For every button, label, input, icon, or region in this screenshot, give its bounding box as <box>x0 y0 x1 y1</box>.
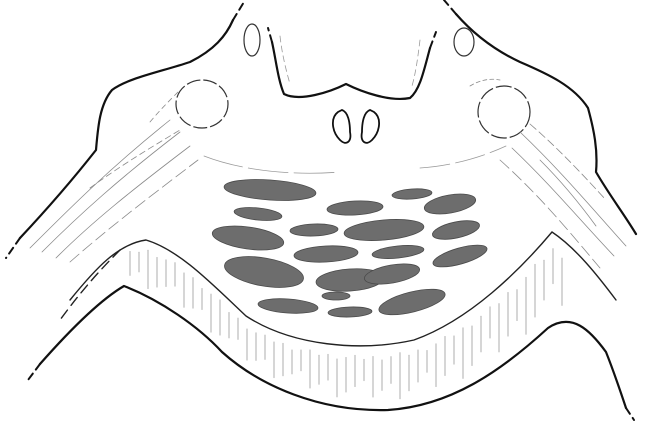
dorsal-notch <box>272 42 430 99</box>
lateral-ovals <box>176 24 530 138</box>
dashed-left-upper <box>6 238 20 258</box>
dashed-right-lower <box>626 408 634 420</box>
hatching-left <box>30 92 198 262</box>
right-ganglion-oval <box>478 86 530 138</box>
fiber-bundle <box>343 217 424 244</box>
central-canal-left <box>333 110 350 143</box>
hatching-top <box>204 36 506 173</box>
right-small-oval <box>454 28 474 56</box>
inner-arch-left-dashed <box>60 250 120 320</box>
left-small-oval <box>244 24 260 56</box>
dashed-ends <box>6 0 634 420</box>
fiber-bundle <box>328 306 372 318</box>
fiber-bundle <box>431 241 489 272</box>
fiber-bundle <box>234 206 283 223</box>
dashed-top-right <box>444 0 456 14</box>
dashed-left-lower <box>28 364 40 380</box>
fiber-bundle <box>294 244 359 263</box>
fiber-bundles <box>211 177 489 320</box>
fiber-bundle <box>322 292 350 300</box>
fiber-bundle <box>431 217 481 243</box>
fiber-bundle <box>258 297 319 315</box>
right-outer-contour <box>456 14 636 234</box>
dashed-notch-left <box>268 28 272 42</box>
fiber-bundle <box>392 188 433 201</box>
fiber-bundle <box>223 177 316 203</box>
central-canal-right <box>362 110 379 143</box>
fiber-bundle <box>290 223 338 237</box>
hatching-right <box>470 79 626 268</box>
central-canal-pair <box>333 110 379 143</box>
outer-outline <box>20 14 636 410</box>
fiber-bundle <box>211 222 285 254</box>
fiber-bundle <box>372 243 425 260</box>
left-outer-contour <box>20 20 233 238</box>
fiber-bundle <box>377 284 448 320</box>
dashed-notch-right <box>430 32 436 48</box>
fiber-bundle <box>222 251 306 292</box>
fiber-bundle <box>327 200 384 217</box>
ventral-outer-contour <box>40 286 626 410</box>
dashed-top-left <box>233 2 244 20</box>
left-ganglion-oval <box>176 80 228 128</box>
fiber-bundle <box>363 260 421 287</box>
